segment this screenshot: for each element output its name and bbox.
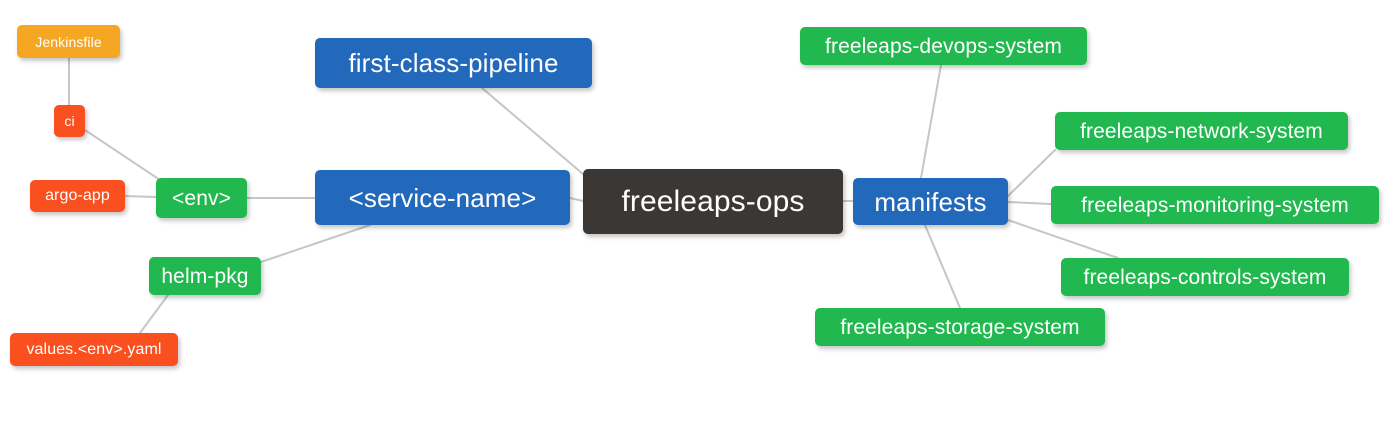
- edge-helm-pkg-values-yaml: [139, 294, 169, 334]
- edge-env-ci: [84, 129, 161, 181]
- node-label-freeleaps-controls-system: freeleaps-controls-system: [1083, 265, 1327, 289]
- node-label-first-class-pipeline: first-class-pipeline: [348, 48, 559, 78]
- edge-manifests-devops: [920, 64, 942, 179]
- node-argo-app[interactable]: argo-app: [30, 180, 125, 212]
- edge-manifests-monitoring: [1007, 201, 1052, 205]
- edge-manifests-controls: [1007, 219, 1119, 259]
- edge-root-first-class-pipeline: [481, 87, 591, 181]
- node-label-freeleaps-storage-system: freeleaps-storage-system: [840, 315, 1080, 339]
- node-root[interactable]: freeleaps-ops: [583, 169, 843, 234]
- node-label-service-name: <service-name>: [348, 182, 537, 213]
- node-first-class-pipeline[interactable]: first-class-pipeline: [315, 38, 592, 88]
- node-freeleaps-controls-system[interactable]: freeleaps-controls-system: [1061, 258, 1349, 296]
- node-label-jenkinsfile: Jenkinsfile: [35, 33, 102, 50]
- node-label-root: freeleaps-ops: [621, 184, 805, 218]
- node-label-argo-app: argo-app: [45, 187, 110, 204]
- node-helm-pkg[interactable]: helm-pkg: [149, 257, 261, 295]
- node-freeleaps-devops-system[interactable]: freeleaps-devops-system: [800, 27, 1087, 65]
- node-label-ci: ci: [64, 113, 75, 129]
- node-label-manifests: manifests: [874, 186, 987, 217]
- node-label-freeleaps-network-system: freeleaps-network-system: [1080, 119, 1323, 143]
- edge-root-service-name: [569, 197, 584, 202]
- edge-manifests-network: [1007, 149, 1056, 197]
- node-env[interactable]: <env>: [156, 178, 247, 218]
- edge-manifests-storage: [924, 224, 961, 309]
- node-service-name[interactable]: <service-name>: [315, 170, 570, 225]
- node-label-env: <env>: [172, 186, 231, 210]
- node-label-helm-pkg: helm-pkg: [161, 264, 249, 288]
- node-freeleaps-monitoring-system[interactable]: freeleaps-monitoring-system: [1051, 186, 1379, 224]
- node-freeleaps-storage-system[interactable]: freeleaps-storage-system: [815, 308, 1105, 346]
- edge-service-name-helm-pkg: [260, 224, 371, 263]
- node-manifests[interactable]: manifests: [853, 178, 1008, 225]
- node-label-freeleaps-devops-system: freeleaps-devops-system: [825, 34, 1062, 58]
- node-ci[interactable]: ci: [54, 105, 85, 137]
- node-label-values-yaml: values.<env>.yaml: [26, 340, 162, 358]
- node-values-yaml[interactable]: values.<env>.yaml: [10, 333, 178, 366]
- node-jenkinsfile[interactable]: Jenkinsfile: [17, 25, 120, 58]
- node-label-freeleaps-monitoring-system: freeleaps-monitoring-system: [1081, 193, 1349, 217]
- node-freeleaps-network-system[interactable]: freeleaps-network-system: [1055, 112, 1348, 150]
- edge-env-argo-app: [124, 195, 157, 198]
